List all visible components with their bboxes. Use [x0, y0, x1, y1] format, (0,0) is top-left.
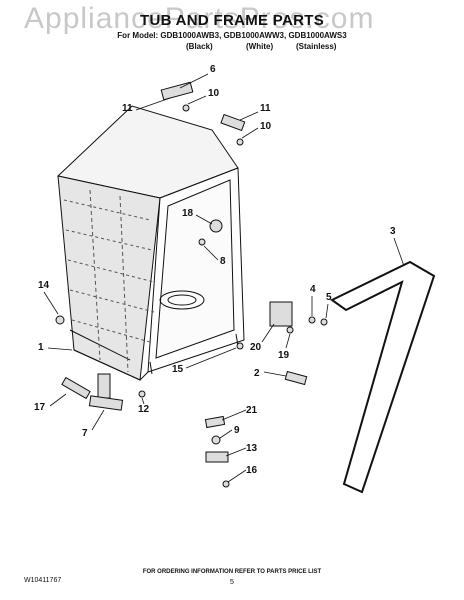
callout-9: 9 — [234, 425, 240, 436]
callout-12: 12 — [138, 404, 150, 415]
spring-17 — [61, 376, 91, 400]
callout-5: 5 — [326, 292, 332, 303]
part-7-upper — [97, 373, 111, 399]
bracket-20 — [269, 301, 293, 327]
callout-21: 21 — [246, 405, 258, 416]
screw-19 — [286, 326, 294, 334]
nut-4 — [308, 316, 316, 324]
screw-15 — [236, 342, 244, 350]
callout-13: 13 — [246, 443, 258, 454]
callout-7: 7 — [82, 428, 88, 439]
finish-stainless: (Stainless) — [296, 42, 337, 51]
callout-11-right: 11 — [260, 103, 271, 114]
finish-black: (Black) — [186, 42, 213, 51]
small-parts — [55, 81, 436, 494]
screw-12 — [138, 390, 146, 398]
callout-1: 1 — [38, 342, 44, 353]
leveling-leg-14 — [55, 315, 65, 325]
callout-20: 20 — [250, 342, 262, 353]
watermark-text: AppliancePartsPros.com — [24, 2, 375, 35]
bracket-13 — [205, 451, 229, 463]
callout-17: 17 — [34, 402, 46, 413]
screw-8 — [198, 238, 206, 246]
finish-white: (White) — [246, 42, 274, 51]
callout-3: 3 — [390, 226, 396, 237]
top-bracket-right — [220, 113, 246, 132]
top-bracket-left — [160, 81, 194, 101]
clip-21 — [204, 415, 226, 429]
callout-11-left: 11 — [122, 103, 133, 114]
part-2 — [284, 370, 308, 386]
ordering-note: FOR ORDERING INFORMATION REFER TO PARTS … — [142, 569, 322, 575]
door-gasket — [330, 260, 436, 494]
part-9 — [211, 435, 221, 445]
leader-lines — [43, 73, 405, 483]
callout-18: 18 — [182, 208, 194, 219]
hinge-part-18 — [209, 219, 223, 233]
part-7-lower — [88, 395, 124, 411]
tub-frame-drawing — [56, 105, 245, 381]
model-list: For Model: GDB1000AWB3, GDB1000AWW3, GDB… — [117, 31, 347, 40]
callout-6: 6 — [210, 64, 216, 75]
callout-19: 19 — [278, 350, 290, 361]
screw-5 — [320, 318, 328, 326]
callout-10-top: 10 — [208, 88, 220, 99]
callout-15: 15 — [172, 364, 184, 375]
callout-4: 4 — [310, 284, 316, 295]
document-number: W10411767 — [24, 577, 62, 584]
callout-16: 16 — [246, 465, 258, 476]
page-title: TUB AND FRAME PARTS — [139, 12, 325, 29]
callout-14: 14 — [38, 280, 50, 291]
page-number: 5 — [230, 579, 234, 586]
screw-10a — [182, 104, 190, 112]
callout-2: 2 — [254, 368, 260, 379]
screw-16 — [222, 480, 230, 488]
screw-10b — [236, 138, 244, 146]
callout-8: 8 — [220, 256, 226, 267]
callout-10-right: 10 — [260, 121, 272, 132]
